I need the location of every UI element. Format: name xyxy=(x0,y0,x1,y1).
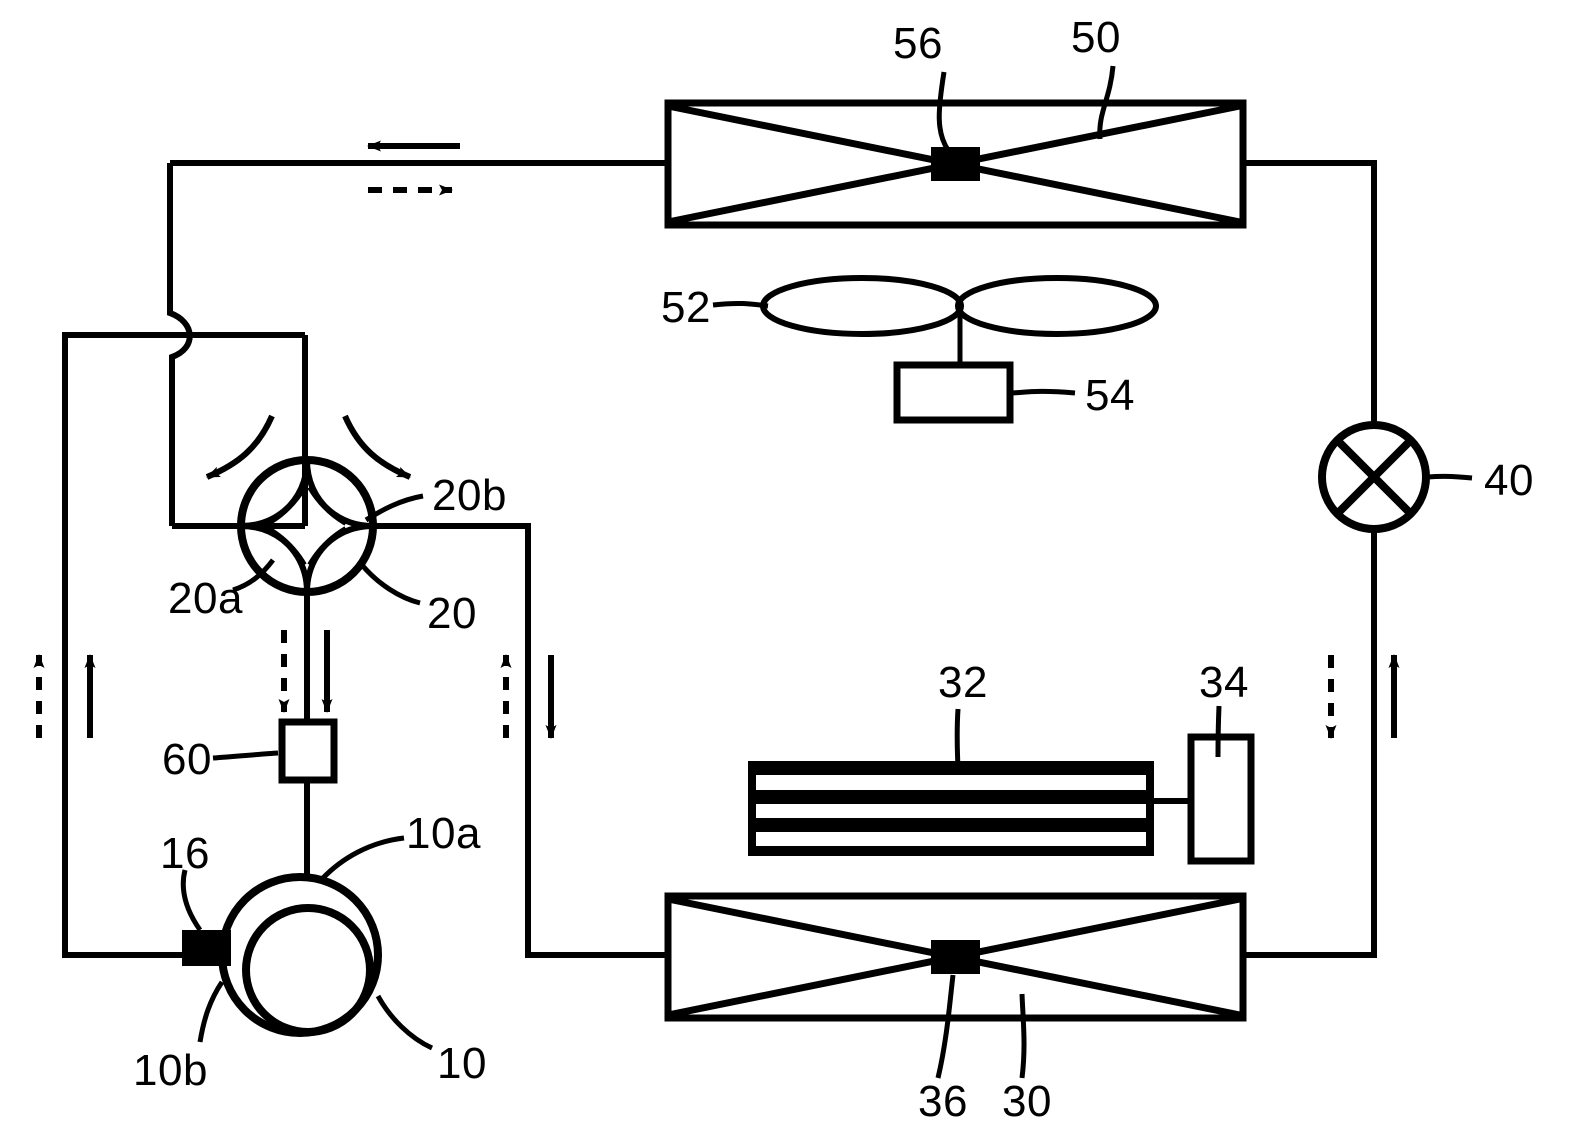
pipe-network xyxy=(62,160,1377,958)
outdoor-fan-52 xyxy=(760,275,1159,365)
label-10a: 10a xyxy=(406,809,481,858)
label-56: 56 xyxy=(893,19,943,68)
leader-20b xyxy=(364,493,424,523)
arrow-valve-swirl-left xyxy=(205,414,275,480)
leader-10b xyxy=(197,980,225,1043)
reference-numerals: 56 50 52 54 40 32 34 36 30 20b 20a 20 60… xyxy=(133,13,1534,1126)
service-valve-60 xyxy=(278,718,338,784)
label-10b: 10b xyxy=(133,1046,208,1095)
leader-36 xyxy=(935,974,956,1079)
leader-34 xyxy=(1215,705,1222,758)
label-50: 50 xyxy=(1071,13,1121,62)
label-32: 32 xyxy=(938,658,988,707)
label-34: 34 xyxy=(1199,658,1249,707)
indoor-heat-exchanger-30 xyxy=(664,892,1247,1022)
outdoor-heat-exchanger-50 xyxy=(664,99,1247,229)
indoor-side-box-34 xyxy=(1187,733,1255,865)
arrow-valve-swirl-right xyxy=(342,414,412,480)
expansion-valve-40 xyxy=(1318,421,1430,533)
pipe-valve-right-out xyxy=(372,523,668,958)
outdoor-hx-center-block-56 xyxy=(931,147,980,181)
pipe-valve-top-down xyxy=(167,163,193,526)
label-20b: 20b xyxy=(432,471,507,520)
leader-54 xyxy=(1011,388,1076,396)
suction-block-16 xyxy=(182,930,231,966)
leader-10a xyxy=(320,835,405,881)
leader-30 xyxy=(1019,993,1027,1079)
flow-arrows xyxy=(33,140,1400,739)
indoor-fin-stack-32 xyxy=(748,761,1191,856)
label-16: 16 xyxy=(160,829,210,878)
label-10: 10 xyxy=(437,1039,487,1088)
label-20: 20 xyxy=(427,589,477,638)
leader-40 xyxy=(1427,473,1473,481)
outdoor-fan-motor-54 xyxy=(893,361,1014,424)
leader-50 xyxy=(1097,65,1116,140)
label-30: 30 xyxy=(1002,1077,1052,1126)
leader-20a xyxy=(232,558,275,593)
leader-32 xyxy=(954,708,961,776)
compressor-10 xyxy=(182,873,382,1037)
label-60: 60 xyxy=(162,735,212,784)
leader-lines xyxy=(180,65,1473,1079)
leader-60 xyxy=(212,750,279,761)
pipe-right-upper xyxy=(1243,160,1377,424)
label-52: 52 xyxy=(661,283,711,332)
leader-56 xyxy=(936,71,951,152)
label-20a: 20a xyxy=(168,574,243,623)
indoor-hx-center-block-36 xyxy=(931,940,980,974)
pipe-right-lower xyxy=(1243,530,1377,958)
label-54: 54 xyxy=(1085,371,1135,420)
leader-10 xyxy=(375,994,434,1051)
pipe-left-loop xyxy=(62,332,305,958)
label-40: 40 xyxy=(1484,456,1534,505)
four-way-valve-20 xyxy=(237,456,377,596)
leader-16 xyxy=(180,869,203,932)
leader-52 xyxy=(712,300,769,309)
leader-20 xyxy=(360,563,421,606)
label-36: 36 xyxy=(918,1077,968,1126)
